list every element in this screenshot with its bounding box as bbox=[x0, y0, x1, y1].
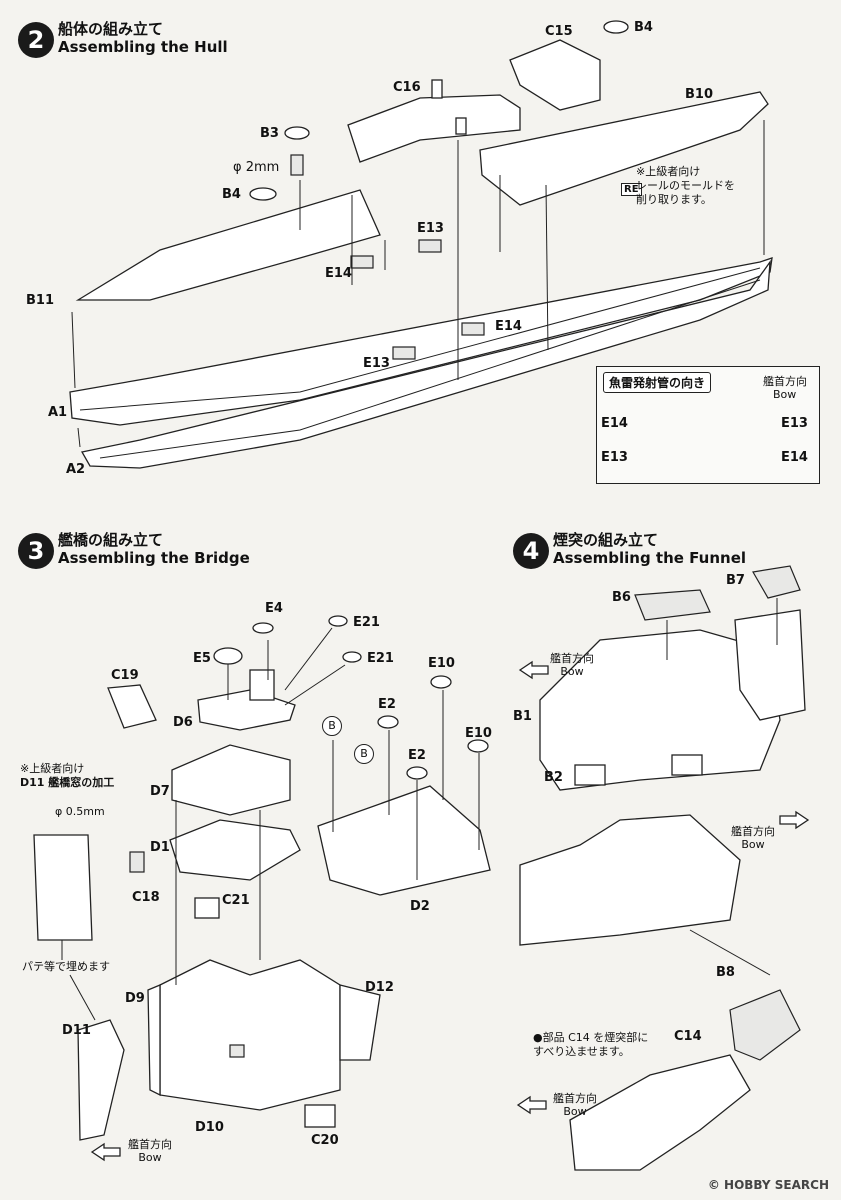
label-b11: B11 bbox=[26, 293, 54, 308]
label-e4: E4 bbox=[265, 601, 283, 616]
torpedo-row1-right: E13 bbox=[781, 416, 808, 431]
label-c19: C19 bbox=[111, 668, 139, 683]
label-d2: D2 bbox=[410, 899, 430, 914]
re-marker: RE bbox=[621, 183, 642, 196]
label-d1: D1 bbox=[150, 840, 170, 855]
c14-note: ●部品 C14 を煙突部に すべり込ませます。 bbox=[533, 1031, 649, 1058]
torpedo-bow-en: Bow bbox=[773, 388, 797, 401]
label-b7: B7 bbox=[726, 573, 745, 588]
label-phi-2mm: φ 2mm bbox=[233, 160, 280, 175]
step-number-2: 2 bbox=[18, 22, 54, 58]
step-title-jp-4: 煙突の組み立て bbox=[553, 531, 659, 549]
label-d6: D6 bbox=[173, 715, 193, 730]
advanced-note-bridge: ※上級者向け D11 艦橋窓の加工 bbox=[20, 762, 115, 789]
step-title-en-3: Assembling the Bridge bbox=[58, 549, 250, 567]
label-c14: C14 bbox=[674, 1029, 702, 1044]
label-d9: D9 bbox=[125, 991, 145, 1006]
label-e2b: E2 bbox=[408, 748, 426, 763]
marker-b-1: B bbox=[322, 716, 342, 736]
step-title-jp-2: 船体の組み立て bbox=[58, 20, 164, 38]
torpedo-row2-left: E13 bbox=[601, 450, 628, 465]
label-d7: D7 bbox=[150, 784, 170, 799]
label-c18: C18 bbox=[132, 890, 160, 905]
step-title-en-2: Assembling the Hull bbox=[58, 38, 228, 56]
label-e10b: E10 bbox=[465, 726, 492, 741]
label-b1: B1 bbox=[513, 709, 532, 724]
label-e13-mid: E13 bbox=[363, 356, 390, 371]
label-b4-top: B4 bbox=[634, 20, 653, 35]
label-b3: B3 bbox=[260, 126, 279, 141]
drill-size-note: φ 0.5mm bbox=[55, 805, 105, 818]
putty-note: パテ等で埋めます bbox=[22, 960, 110, 973]
torpedo-row1-left: E14 bbox=[601, 416, 628, 431]
marker-b-2: B bbox=[354, 744, 374, 764]
hobby-search-watermark: © HOBBY SEARCH bbox=[707, 1178, 829, 1192]
step-number-4: 4 bbox=[513, 533, 549, 569]
label-e14-mid: E14 bbox=[495, 319, 522, 334]
label-e5: E5 bbox=[193, 651, 211, 666]
torpedo-box-title: 魚雷発射管の向き bbox=[603, 372, 712, 393]
label-e21a: E21 bbox=[353, 615, 380, 630]
label-b4: B4 bbox=[222, 187, 241, 202]
label-e10a: E10 bbox=[428, 656, 455, 671]
step-number-3: 3 bbox=[18, 533, 54, 569]
torpedo-bow-jp: 艦首方向 bbox=[763, 375, 807, 388]
hull-assembly-drawing bbox=[69, 20, 773, 469]
label-a2: A2 bbox=[66, 462, 86, 477]
label-b8: B8 bbox=[716, 965, 735, 980]
label-c15: C15 bbox=[545, 24, 573, 39]
step-title-en-4: Assembling the Funnel bbox=[553, 549, 747, 567]
label-c20: C20 bbox=[311, 1133, 339, 1148]
funnel-assembly-drawing bbox=[90, 565, 810, 1171]
label-e13-top: E13 bbox=[417, 221, 444, 236]
label-e2a: E2 bbox=[378, 697, 396, 712]
advanced-note-hull: ※上級者向け レールのモールドを 削り取ります。 bbox=[636, 165, 735, 206]
label-a1: A1 bbox=[48, 405, 68, 420]
label-d11: D11 bbox=[62, 1023, 91, 1038]
bridge-assembly-drawing bbox=[33, 615, 491, 1141]
step-title-jp-3: 艦橋の組み立て bbox=[58, 531, 164, 549]
label-b2: B2 bbox=[544, 770, 563, 785]
label-b6: B6 bbox=[612, 590, 631, 605]
torpedo-row2-right: E14 bbox=[781, 450, 808, 465]
label-e21b: E21 bbox=[367, 651, 394, 666]
label-d12: D12 bbox=[365, 980, 394, 995]
label-c21: C21 bbox=[222, 893, 250, 908]
label-c16: C16 bbox=[393, 80, 421, 95]
torpedo-direction-box: 魚雷発射管の向き 艦首方向 Bow E14 E13 E13 E14 bbox=[596, 366, 820, 484]
label-e14-top: E14 bbox=[325, 266, 352, 281]
label-d10: D10 bbox=[195, 1120, 224, 1135]
label-b10: B10 bbox=[685, 87, 713, 102]
